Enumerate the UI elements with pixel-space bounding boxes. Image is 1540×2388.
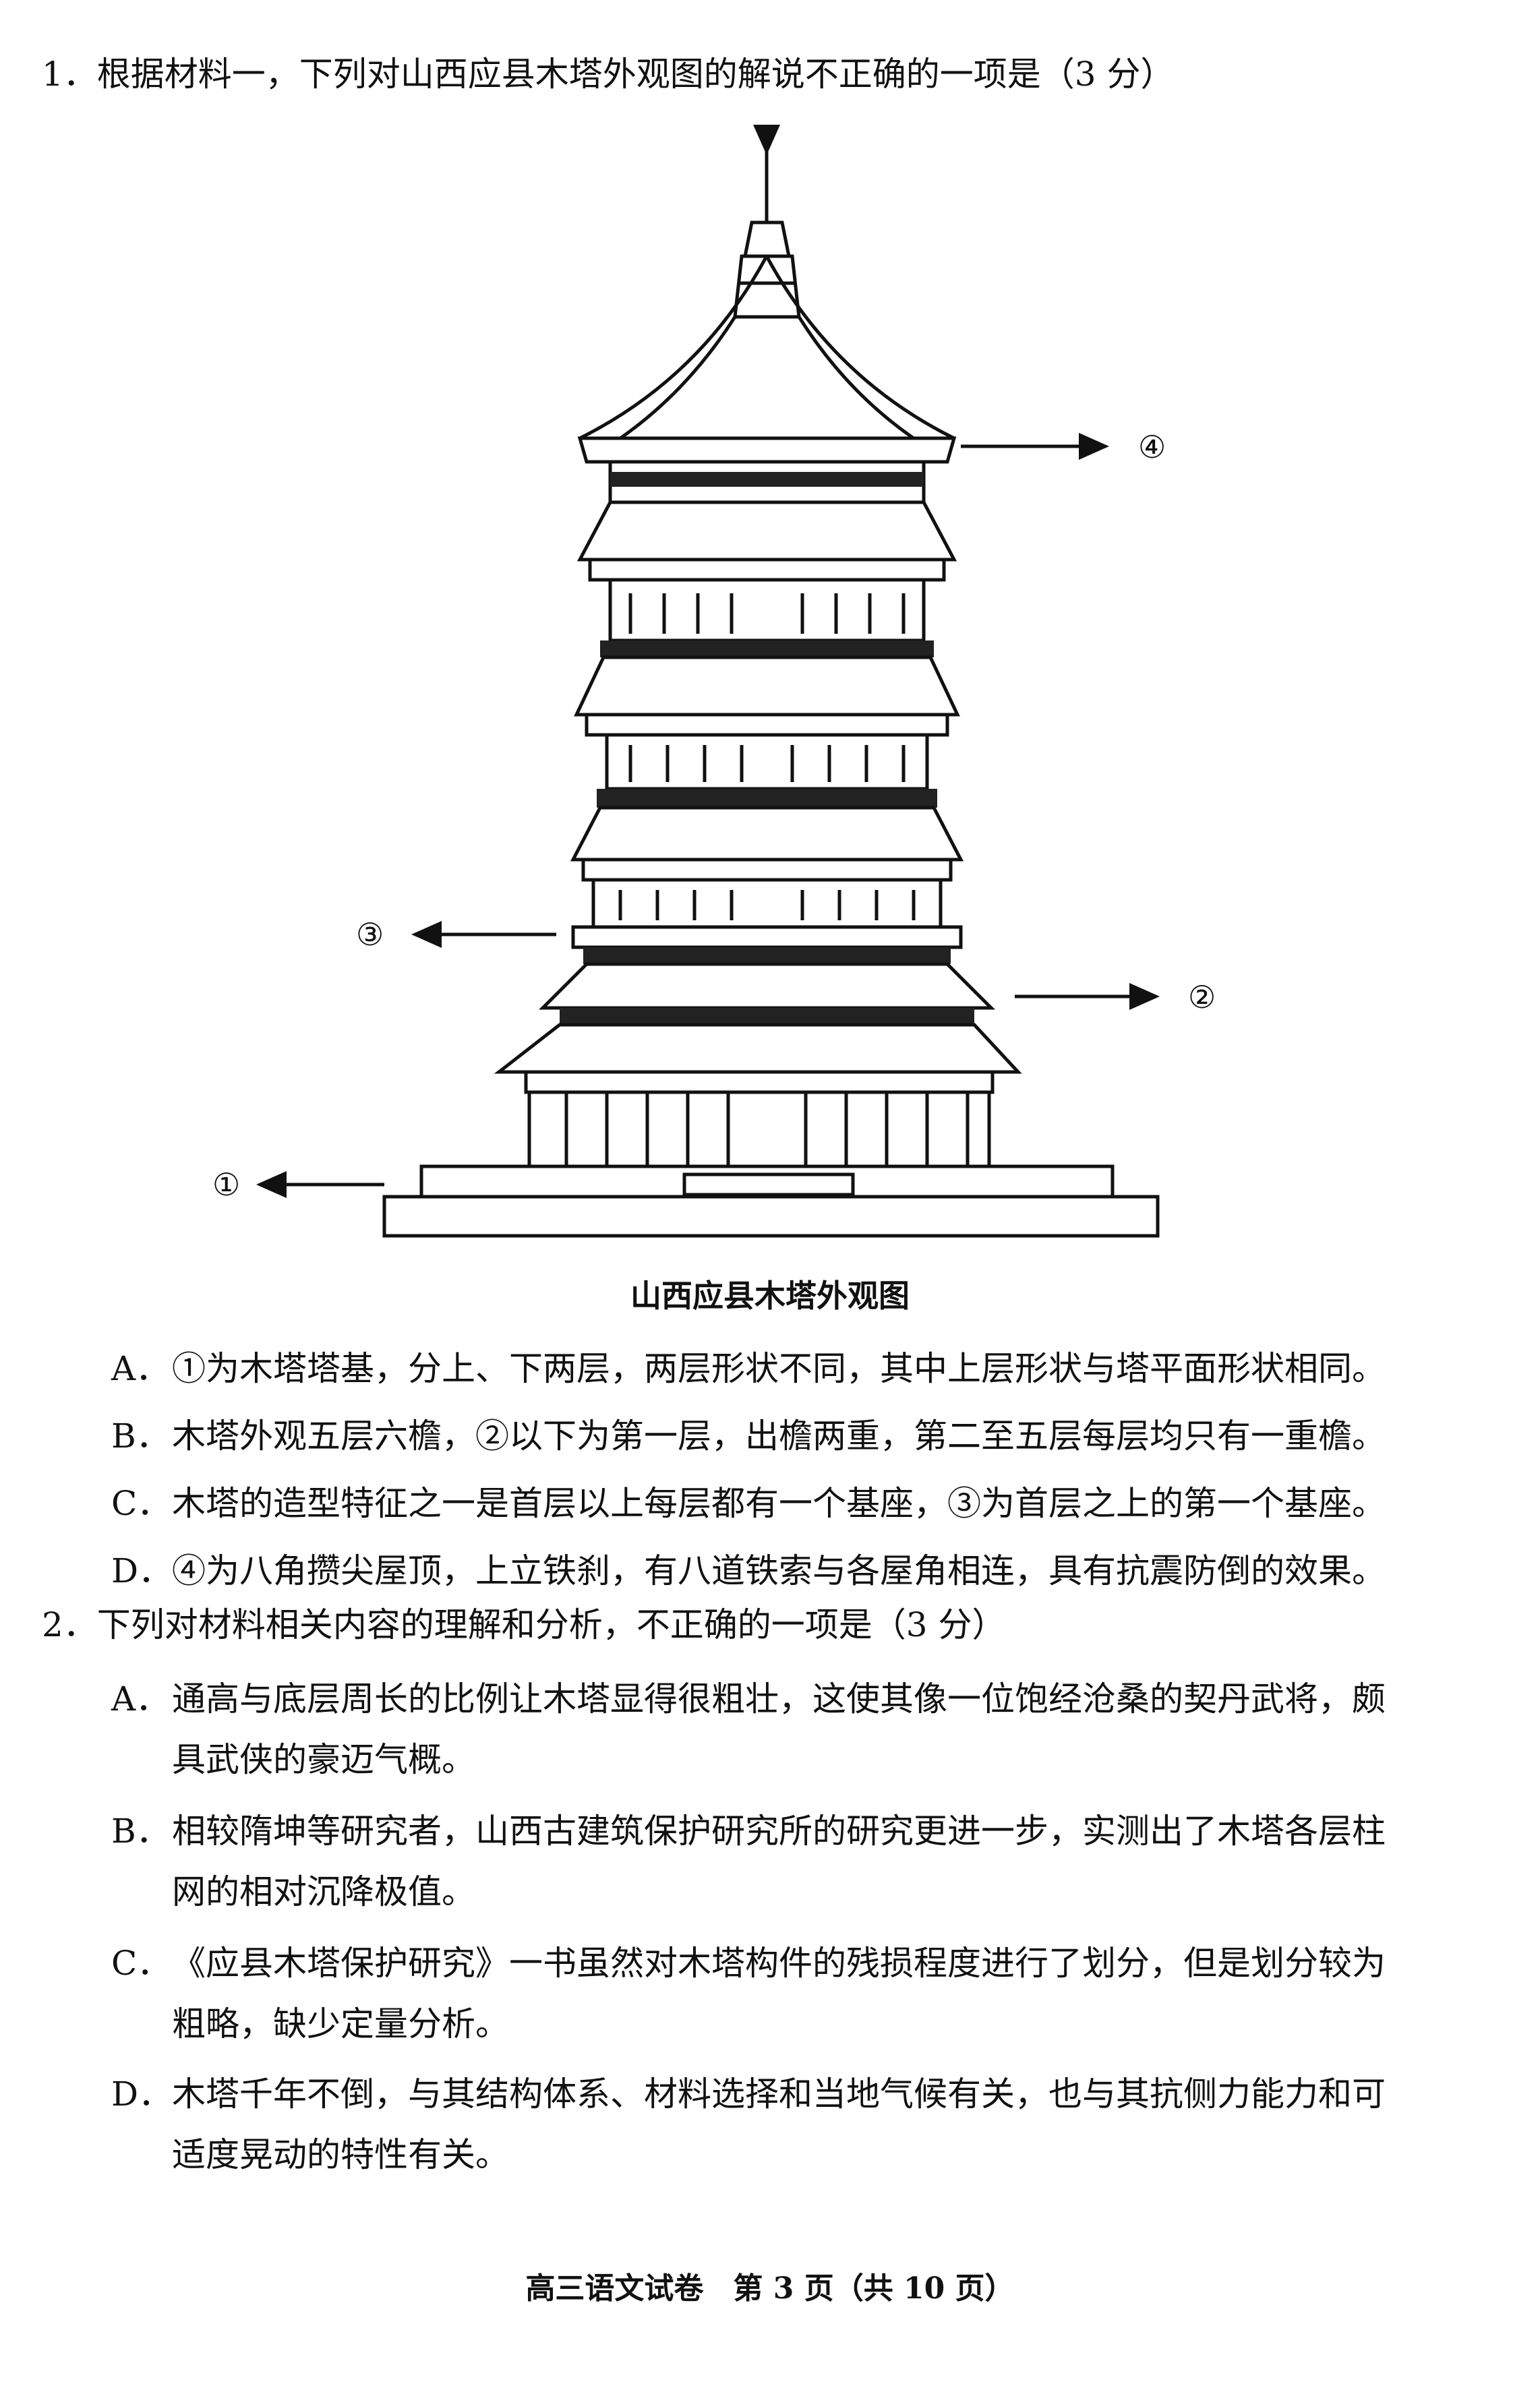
pagoda-top-roof [577, 255, 957, 464]
callout-arrows [256, 433, 1160, 1198]
marker-3: ③ [356, 916, 384, 953]
pagoda-spire [733, 125, 801, 319]
pagoda-base [382, 1164, 1160, 1238]
marker-1: ① [212, 1166, 241, 1203]
pagoda-illustration [256, 125, 1160, 1238]
figure-caption: 山西应县木塔外观图 [630, 1278, 910, 1314]
pagoda-tiers [494, 460, 1022, 1168]
page-footer: 高三语文试卷 第 3 页（共 10 页） [525, 2271, 1015, 2306]
question-1-stem: 1．根据材料一，下列对山西应县木塔外观图的解说不正确的一项是（3 分） [42, 55, 1175, 94]
marker-4: ④ [1138, 429, 1166, 465]
question-2-stem: 2．下列对材料相关内容的理解和分析，不正确的一项是（3 分） [42, 1605, 1006, 1644]
marker-2: ② [1188, 979, 1216, 1015]
